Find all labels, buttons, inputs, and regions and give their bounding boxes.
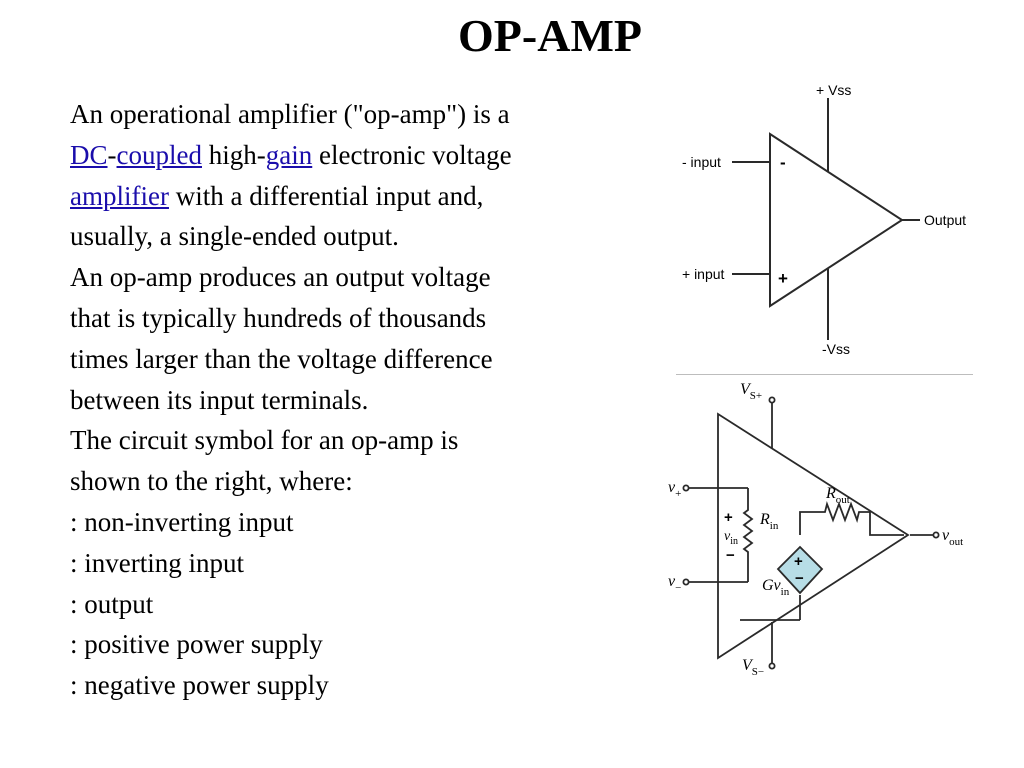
non-inverting-input-label: + input <box>682 266 725 282</box>
paragraph-2-line-2: that is typically hundreds of thousands <box>70 302 487 333</box>
dependent-source-diamond <box>776 545 824 595</box>
negative-supply-label: -Vss <box>822 341 850 357</box>
p1-text: electronic voltage <box>312 139 512 170</box>
definition-output: : output <box>70 588 154 619</box>
inverting-input-label: - input <box>682 154 721 170</box>
coupled-link[interactable]: coupled <box>116 139 202 170</box>
positive-supply-label: + Vss <box>816 82 851 98</box>
p1-text: An operational amplifier ("op-amp") is a <box>70 99 510 129</box>
paragraph-1-line-2: DC-coupled high-gain electronic voltage <box>70 135 650 176</box>
slide-title: OP-AMP <box>458 10 642 61</box>
paragraph-1-line-4: usually, a single-ended output. <box>70 221 399 252</box>
paragraph-1-line-3: amplifier with a differential input and, <box>70 176 650 217</box>
paragraph-3-line-1: The circuit symbol for an op-amp is <box>70 425 459 456</box>
output-terminal <box>932 531 940 539</box>
rin-label: Rin <box>759 511 779 532</box>
vout-label: vout <box>942 527 963 548</box>
p1-text: with a differential input and, <box>168 180 484 211</box>
definition-inverting: : inverting input <box>70 547 244 578</box>
definition-non-inverting: : non-inverting input <box>70 506 294 537</box>
rout-label: Rout <box>825 485 850 506</box>
definition-positive-supply: : positive power supply <box>70 629 323 660</box>
gain-link[interactable]: gain <box>265 139 313 170</box>
definition-negative-supply: : negative power supply <box>70 670 329 701</box>
plus-terminal-sign: + <box>778 269 788 288</box>
gvin-label: Gvin <box>762 577 790 598</box>
opamp-equivalent-circuit-diagram: + − VS+ v+ v− Rin + vin − Rout Gvin vout… <box>668 381 963 678</box>
paragraph-2-line-1: An op-amp produces an output voltage <box>70 262 491 293</box>
vin-label: vin <box>724 529 738 547</box>
minus-terminal-sign: - <box>780 153 786 172</box>
source-minus-sign: − <box>795 570 804 587</box>
opamp-triangle <box>769 132 904 308</box>
opamp-triangle <box>717 412 910 660</box>
paragraph-2-line-3: times larger than the voltage difference <box>70 343 493 374</box>
paragraph-1-line-1: An operational amplifier ("op-amp") is a <box>70 94 650 135</box>
vs-neg-label: VS− <box>742 657 764 678</box>
vs-pos-label: VS+ <box>740 381 762 402</box>
non-inverting-input-terminal <box>682 484 690 492</box>
vm-label: v− <box>668 573 681 594</box>
vin-plus-sign: + <box>724 509 733 526</box>
output-label: Output <box>924 212 966 228</box>
vin-minus-sign: − <box>726 547 735 564</box>
dc-link[interactable]: DC <box>70 139 108 170</box>
negative-supply-terminal <box>768 662 776 670</box>
inverting-input-terminal <box>682 578 690 586</box>
paragraph-2-line-4: between its input terminals. <box>70 384 369 415</box>
p1-text: high- <box>202 139 266 170</box>
body-text: An operational amplifier ("op-amp") is a… <box>70 94 650 706</box>
diagram-divider <box>676 374 973 375</box>
source-plus-sign: + <box>794 553 803 570</box>
positive-supply-terminal <box>768 396 776 404</box>
rout-resistor <box>799 500 904 536</box>
amplifier-link[interactable]: amplifier <box>70 180 169 211</box>
paragraph-3-line-2: shown to the right, where: <box>70 466 353 497</box>
rin-resistor <box>742 488 754 582</box>
vp-label: v+ <box>668 479 681 500</box>
opamp-symbol-diagram: + Vss - input + input Output -Vss - + <box>682 82 966 357</box>
hyphen: - <box>107 139 117 170</box>
